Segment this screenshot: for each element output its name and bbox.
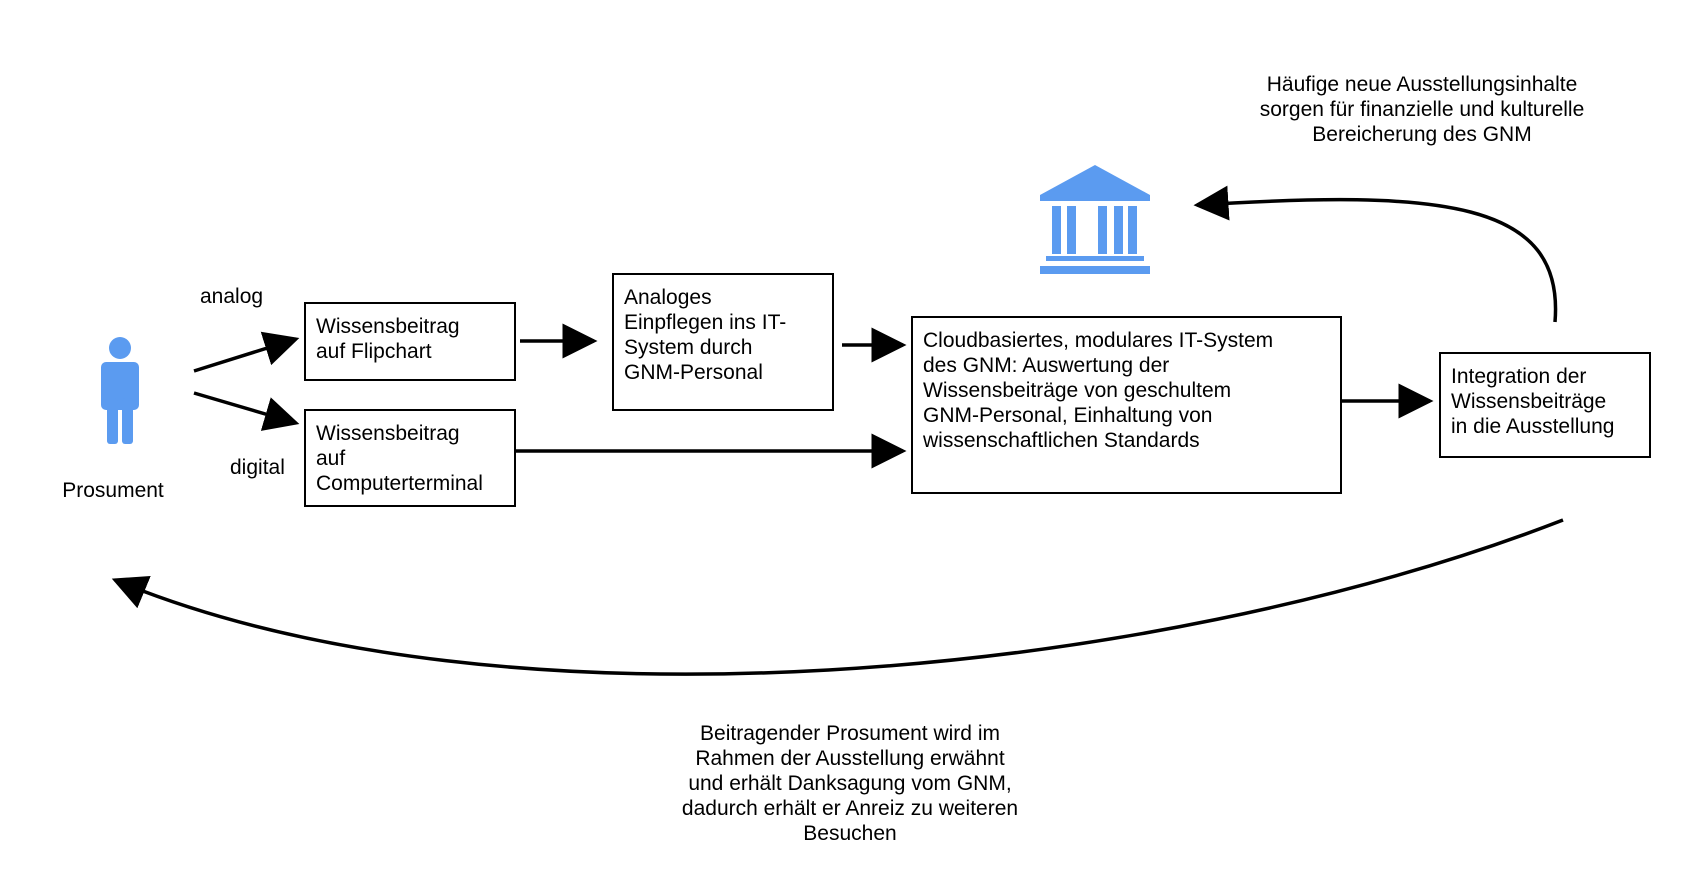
digital-channel-label: digital (230, 456, 285, 479)
museum-benefit-note: Häufige neue Ausstellungsinhalte sorgen … (1259, 73, 1585, 146)
prosument-label: Prosument (62, 479, 164, 502)
terminal-box: Wissensbeitrag auf Computerterminal (304, 409, 516, 507)
flipchart-box: Wissensbeitrag auf Flipchart (304, 302, 516, 381)
arrow-person-to-flipchart (193, 331, 300, 373)
arrow-integration-to-museum (1193, 185, 1558, 323)
person-icon (101, 337, 139, 444)
arrow-integration-to-prosument (111, 518, 1564, 676)
integration-box: Integration der Wissensbeiträge in die A… (1439, 352, 1651, 458)
manual-entry-box: Analoges Einpflegen ins IT- System durch… (612, 273, 834, 411)
prosument-benefit-note: Beitragender Prosument wird im Rahmen de… (681, 722, 1019, 845)
arrow-person-to-terminal (193, 391, 300, 431)
museum-icon (1040, 165, 1150, 274)
analog-channel-label: analog (200, 285, 264, 308)
cloud-system-box: Cloudbasiertes, modulares IT-System des … (911, 316, 1342, 494)
